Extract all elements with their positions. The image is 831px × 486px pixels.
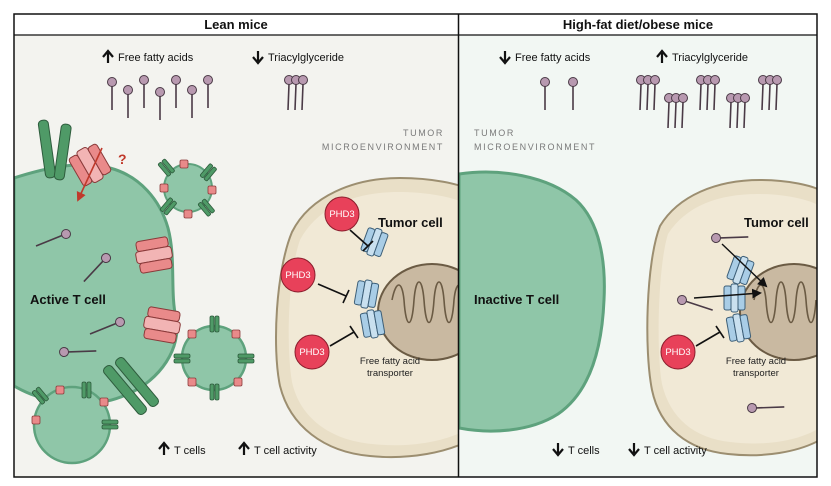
obese-transporter-label-2: transporter [733,368,779,379]
figure-frame [13,13,818,478]
lean-transporter-3 [359,307,386,341]
lean-panel-header-bar [14,14,458,35]
inactive-t-cell [459,170,606,433]
svg-text:T cell activity: T cell activity [644,445,707,457]
obese-tag-legend: Triacylglyceride [656,49,748,64]
obese-ffa-legend: Free fatty acids [499,51,591,65]
lean-tag-legend: Triacylglyceride [252,51,344,65]
obese-transporter-3 [725,311,752,345]
obese-tme-line2: MICROENVIRONMENT [474,142,596,152]
svg-text:T cells: T cells [174,445,206,457]
uptake-question-mark: ? [118,151,127,167]
lean-tme-line2: MICROENVIRONMENT [322,142,444,152]
svg-text:Free fatty acids: Free fatty acids [515,52,591,64]
obese-tme-line1: TUMOR [474,128,515,138]
inactive-t-cell-label: Inactive T cell [474,292,559,307]
lean-phd3-top: PHD3 [324,196,374,252]
lean-tcells-legend: T cells [158,441,206,457]
lean-phd3-mid: PHD3 [280,257,350,304]
active-t-cell-label: Active T cell [30,292,106,307]
svg-text:PHD3: PHD3 [665,347,690,358]
obese-fatty-acids-entering [674,224,786,424]
lean-panel: Lean mice [14,14,458,477]
lean-transporter-2 [353,277,380,311]
lean-tumor-cell-label: Tumor cell [378,215,443,230]
obese-tcells-legend: T cells [552,443,600,457]
svg-text:PHD3: PHD3 [329,209,354,220]
svg-text:PHD3: PHD3 [285,270,310,281]
svg-text:PHD3: PHD3 [299,347,324,358]
lean-tme-line1: TUMOR [403,128,444,138]
obese-transporter-2 [723,283,746,313]
lean-transporter-label-1: Free fatty acid [360,356,420,367]
obese-phd3: PHD3 [660,325,725,370]
obese-panel: High-fat diet/obese mice Free fatty acid… [459,14,817,477]
obese-activity-legend: T cell activity [628,443,707,457]
t-cell-receptors: ? [37,119,181,416]
lean-activity-legend: T cell activity [238,441,317,457]
lean-panel-title: Lean mice [204,17,268,32]
lean-phd3-bottom: PHD3 [294,325,359,370]
obese-panel-title: High-fat diet/obese mice [563,17,713,32]
obese-tumor-cell-label: Tumor cell [744,215,809,230]
obese-panel-header-bar [459,14,817,35]
svg-text:Free fatty acids: Free fatty acids [118,52,194,64]
lean-transporter-label-2: transporter [367,368,413,379]
svg-text:T cell activity: T cell activity [254,445,317,457]
svg-text:T cells: T cells [568,445,600,457]
lean-ffa-legend: Free fatty acids [102,49,194,64]
svg-text:Triacylglyceride: Triacylglyceride [268,52,344,64]
svg-text:Triacylglyceride: Triacylglyceride [672,52,748,64]
obese-transporter-label-1: Free fatty acid [726,356,786,367]
active-t-cell [14,163,179,406]
